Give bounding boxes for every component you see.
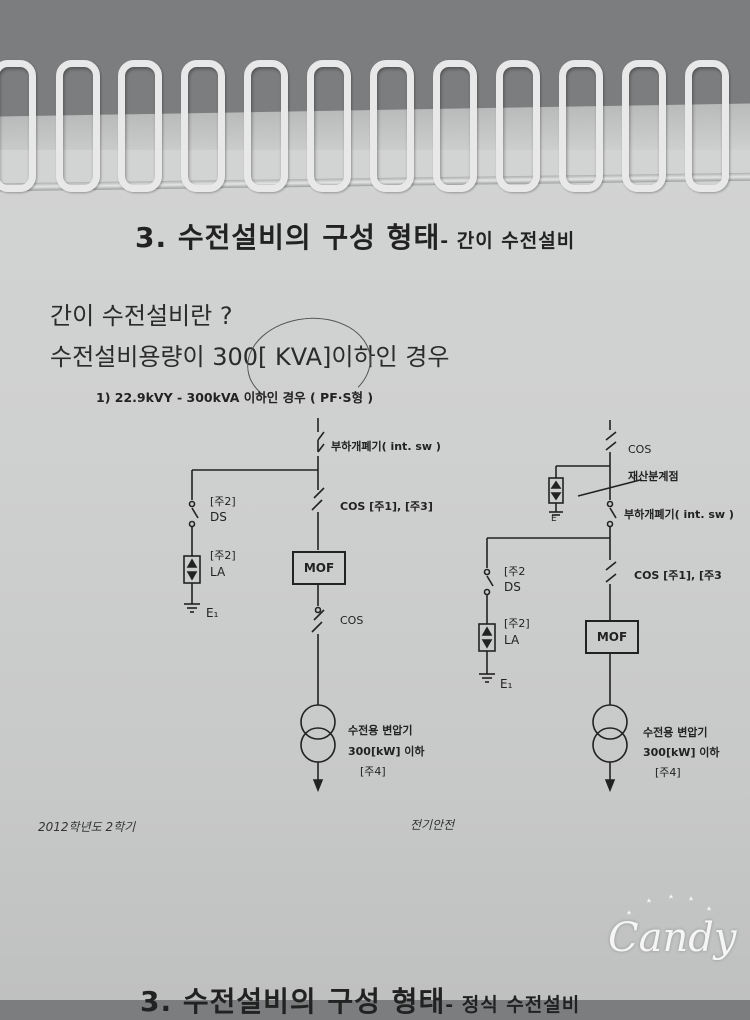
left-la-label: LA (210, 565, 226, 579)
right-transformer-label: 수전용 변압기 (643, 726, 708, 739)
notebook-page (0, 150, 750, 1000)
left-diagram (183, 418, 336, 793)
spiral-ring (559, 60, 603, 192)
right-boundary-label: 재산분계점 (628, 470, 679, 483)
right-switch-label: 부하개폐기( int. sw ) (624, 508, 734, 521)
left-ds-note: [주2] (210, 495, 236, 508)
spiral-ring (244, 60, 288, 192)
right-la-label: LA (504, 633, 520, 647)
left-mof-box: MOF (292, 551, 346, 585)
definition-text: 수전설비용량이 300[ KVA]이하인 경우 (50, 343, 450, 371)
page-title: 3. 수전설비의 구성 형태- 간이 수전설비 (135, 221, 576, 254)
footer-semester: 2012학년도 2학기 (38, 820, 136, 834)
spiral-ring (56, 60, 100, 192)
spiral-ring (307, 60, 351, 192)
spiral-ring (370, 60, 414, 192)
diagram-caption: 1) 22.9kVY - 300kVA 이하인 경우 ( PF·S형 ) (96, 390, 374, 405)
candy-watermark-logo: Candy (608, 915, 737, 961)
question-text: 간이 수전설비란 ? (50, 302, 233, 330)
spiral-ring (622, 60, 666, 192)
right-cos-top-label: COS (628, 443, 652, 456)
right-la-note: [주2] (504, 617, 530, 630)
right-ds-note: [주2 (504, 565, 526, 578)
left-la-note: [주2] (210, 549, 236, 562)
spiral-ring (685, 60, 729, 192)
spiral-ring (181, 60, 225, 192)
left-ds-label: DS (210, 510, 227, 524)
spiral-ring (0, 60, 36, 192)
right-ds-label: DS (504, 580, 521, 594)
left-ground-label: E₁ (206, 606, 219, 620)
left-note4-label: [주4] (360, 765, 386, 778)
right-note4-label: [주4] (655, 766, 681, 779)
left-cos-main-label: COS [주1], [주3] (340, 500, 433, 513)
footer-subject: 전기안전 (410, 818, 455, 832)
right-cos-main-label: COS [주1], [주3 (634, 569, 722, 582)
left-transformer-label: 수전용 변압기 (348, 724, 413, 737)
right-ground-label: E₁ (500, 677, 513, 691)
spiral-ring (496, 60, 540, 192)
spiral-ring (433, 60, 477, 192)
right-ground-small-label: E (551, 514, 557, 524)
right-diagram (478, 420, 641, 793)
next-page-title: 3. 수전설비의 구성 형태- 정식 수전설비 (140, 985, 581, 1018)
left-cos-label: COS (340, 614, 364, 627)
right-rating-label: 300[kW] 이하 (643, 746, 720, 759)
left-rating-label: 300[kW] 이하 (348, 745, 425, 758)
spiral-ring (118, 60, 162, 192)
spiral-binding (0, 60, 750, 192)
watermark-stars-icon (627, 894, 711, 915)
left-switch-label: 부하개폐기( int. sw ) (331, 440, 441, 453)
right-mof-box: MOF (585, 620, 639, 654)
